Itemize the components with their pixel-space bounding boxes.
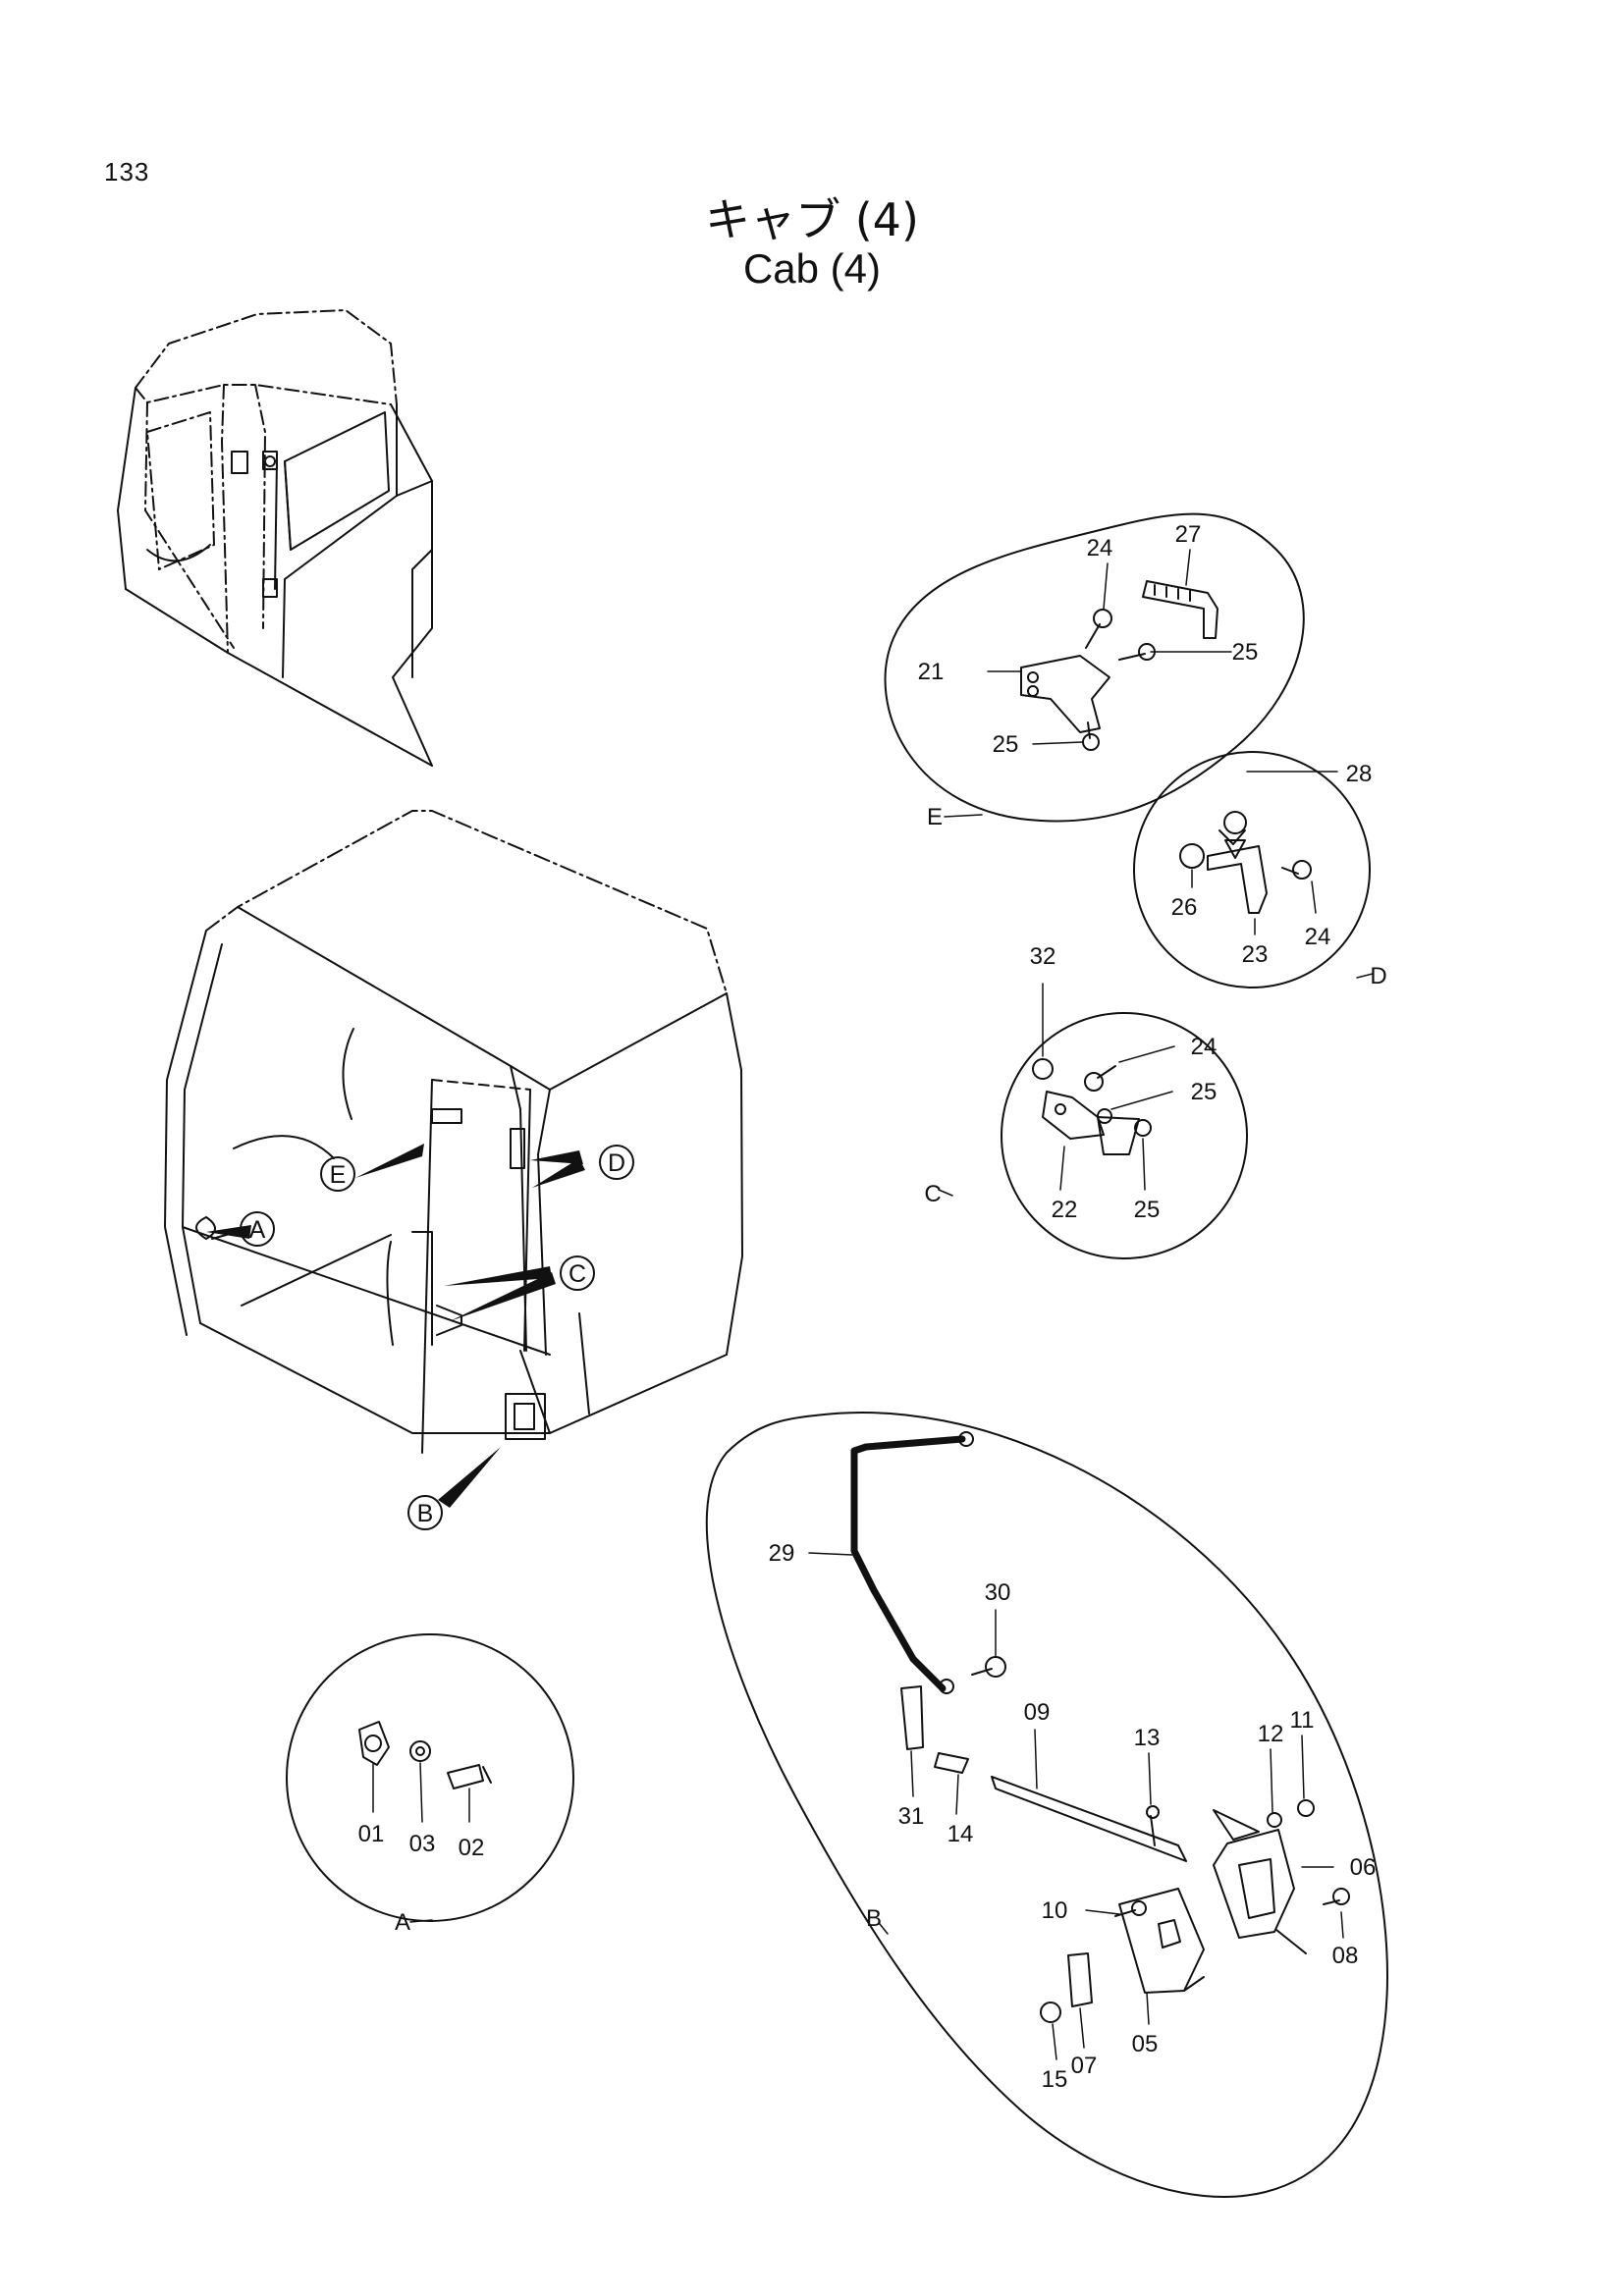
part-number: 14 — [947, 1821, 974, 1847]
part-number: 25 — [1134, 1197, 1161, 1223]
part-number: 31 — [898, 1803, 925, 1830]
callout-e: E — [330, 1161, 347, 1189]
callout-c: C — [568, 1260, 586, 1288]
detail-c-label: C — [924, 1181, 941, 1207]
part-number: 24 — [1191, 1034, 1218, 1060]
part-number: 28 — [1346, 761, 1373, 787]
part-number: 10 — [1042, 1897, 1068, 1924]
part-number: 11 — [1290, 1707, 1315, 1734]
detail-e-group — [884, 512, 1305, 823]
part-number: 07 — [1071, 2053, 1098, 2079]
part-number: 01 — [358, 1821, 385, 1847]
part-number: 05 — [1132, 2031, 1159, 2057]
leader-lines — [372, 549, 1374, 2060]
part-number: 13 — [1134, 1725, 1161, 1751]
part-number: 12 — [1258, 1721, 1284, 1747]
part-numbers: 24 27 21 25 25 28 26 23 24 32 24 25 22 2… — [358, 521, 1377, 2093]
part-number: 03 — [409, 1831, 436, 1857]
part-number: 25 — [1191, 1079, 1218, 1105]
detail-c-group — [1001, 1012, 1248, 1259]
page-number: 133 — [104, 157, 150, 187]
detail-d-group — [1133, 751, 1371, 988]
part-number: 24 — [1087, 535, 1113, 561]
detail-e-label: E — [927, 804, 943, 830]
cab-overview-illustration — [117, 309, 433, 767]
part-number: 25 — [1232, 639, 1259, 666]
part-number: 06 — [1350, 1854, 1377, 1881]
page-title-japanese: キャブ (4) — [705, 193, 919, 246]
callout-markers — [206, 1144, 634, 1530]
callout-letters: A B C D E — [249, 1149, 625, 1527]
main-cab-illustration — [164, 810, 743, 1454]
part-number: 15 — [1042, 2066, 1068, 2093]
detail-b-group — [705, 1412, 1388, 2198]
detail-b-label: B — [866, 1905, 882, 1932]
part-number: 25 — [993, 731, 1019, 758]
callout-d: D — [608, 1149, 625, 1177]
part-number: 09 — [1024, 1699, 1051, 1726]
part-number: 22 — [1052, 1197, 1078, 1223]
part-number: 24 — [1305, 924, 1331, 950]
part-number: 29 — [769, 1540, 795, 1567]
detail-labels: E D C A B — [395, 804, 1387, 1936]
part-number: 26 — [1171, 894, 1198, 921]
detail-a-group — [286, 1633, 574, 1922]
detail-d-label: D — [1370, 963, 1386, 989]
part-number: 32 — [1030, 943, 1056, 970]
part-number: 30 — [985, 1579, 1011, 1606]
part-number: 23 — [1242, 941, 1269, 968]
part-number: 08 — [1332, 1943, 1359, 1969]
callout-b: B — [417, 1500, 434, 1527]
page-title-english: Cab (4) — [742, 245, 882, 292]
part-number: 02 — [459, 1835, 485, 1861]
detail-a-label: A — [395, 1909, 410, 1936]
part-number: 21 — [918, 659, 945, 685]
callout-a: A — [249, 1216, 266, 1244]
part-number: 27 — [1175, 521, 1202, 548]
